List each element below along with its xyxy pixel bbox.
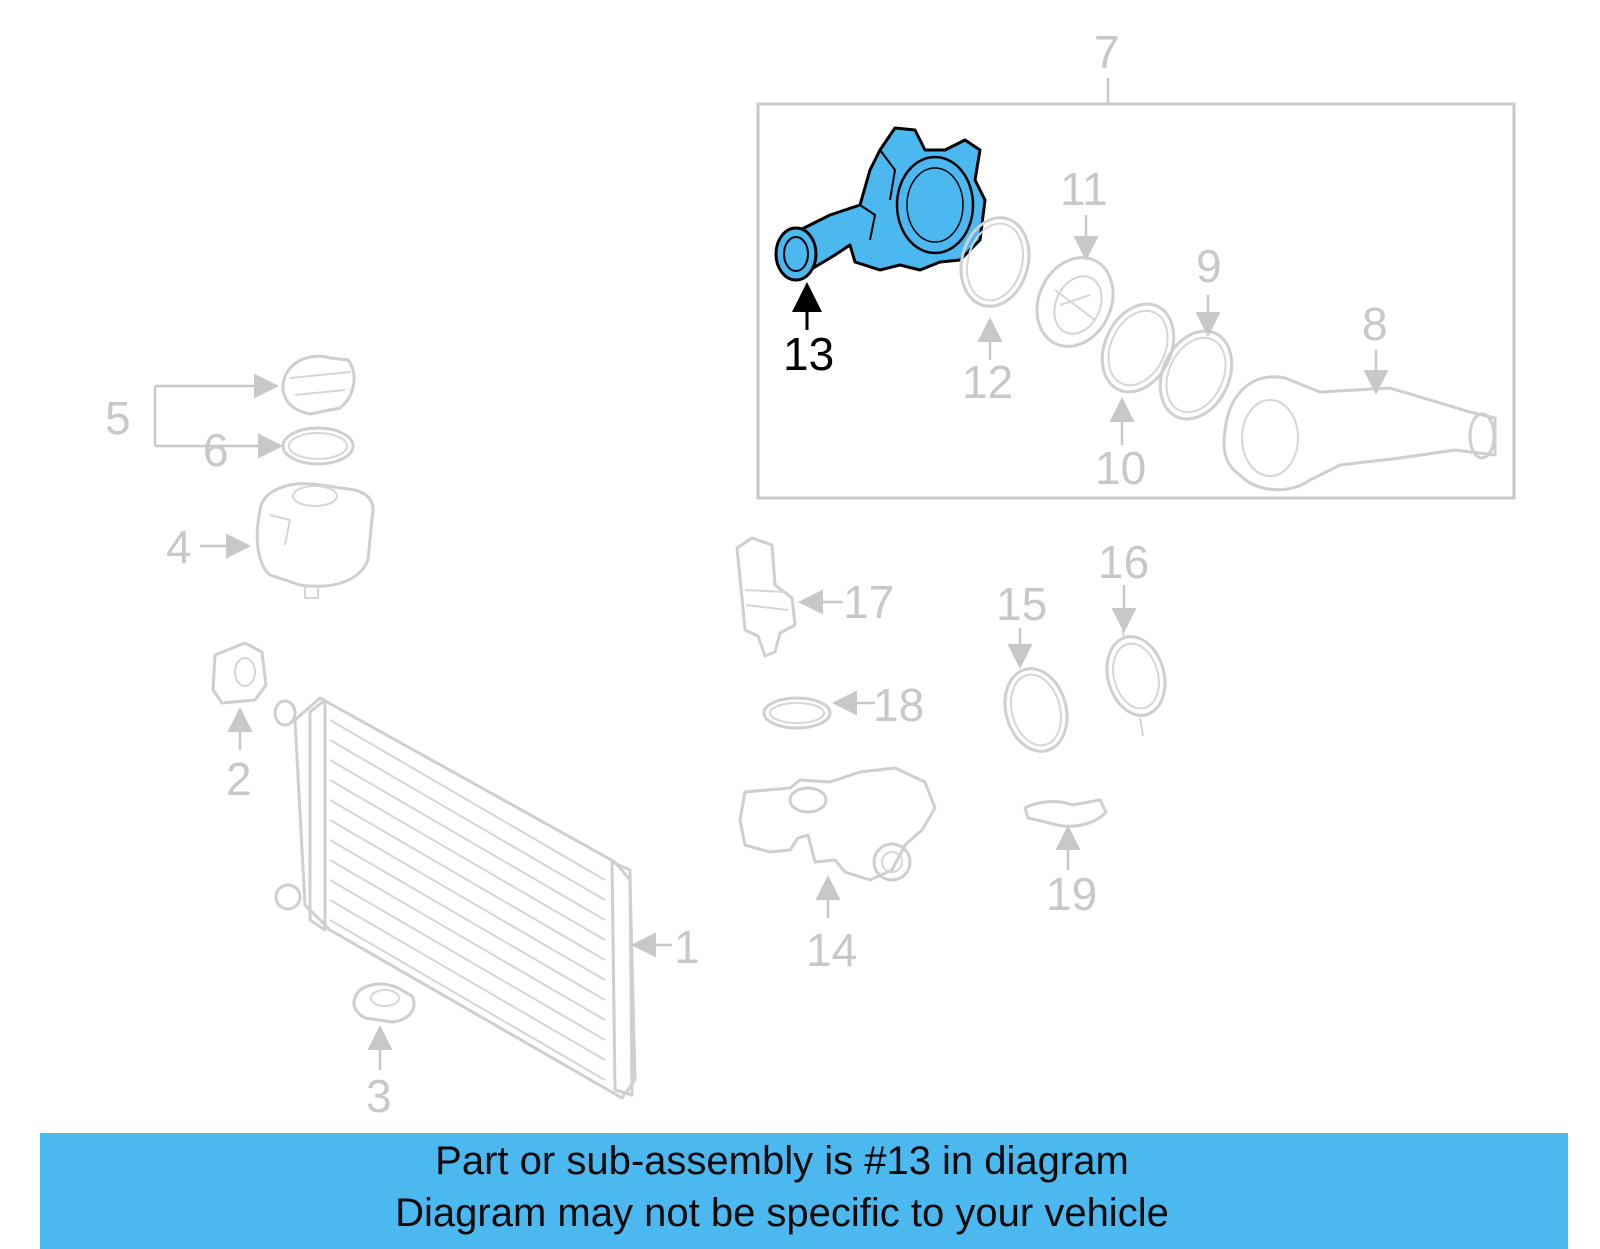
callout-2[interactable]: 2 <box>226 753 252 805</box>
part-13-thermostat-housing[interactable] <box>774 126 987 282</box>
part-5-cap[interactable] <box>281 354 356 416</box>
radiator-fins <box>329 719 606 1081</box>
part-15-seal[interactable] <box>996 662 1076 759</box>
part-14-water-pump-housing[interactable] <box>738 766 937 882</box>
part-16-seal-ring[interactable] <box>1099 629 1174 737</box>
callout-3[interactable]: 3 <box>366 1070 392 1122</box>
callout-18[interactable]: 18 <box>873 679 924 731</box>
callout-5[interactable]: 5 <box>105 392 131 444</box>
callout-12[interactable]: 12 <box>962 356 1013 408</box>
callout-1[interactable]: 1 <box>674 921 700 973</box>
callout-6[interactable]: 6 <box>203 424 229 476</box>
part-3-rubber-mount[interactable] <box>352 982 416 1024</box>
part-2-mount-bracket[interactable] <box>211 641 268 705</box>
part-6-cap-seal[interactable] <box>281 426 355 466</box>
callout-13[interactable]: 13 <box>783 328 834 380</box>
part-18-o-ring[interactable] <box>762 696 832 730</box>
callout-17[interactable]: 17 <box>843 576 894 628</box>
part-19-clip[interactable] <box>1023 798 1108 828</box>
callout-8[interactable]: 8 <box>1362 298 1388 350</box>
callout-16[interactable]: 16 <box>1098 536 1149 588</box>
callout-10[interactable]: 10 <box>1095 442 1146 494</box>
callout-14[interactable]: 14 <box>806 924 857 976</box>
part-8-coolant-pipe[interactable] <box>1222 375 1497 492</box>
part-12-o-ring[interactable] <box>951 210 1038 314</box>
banner-part-line: Part or sub-assembly is #13 in diagram <box>435 1139 1129 1183</box>
callout-4[interactable]: 4 <box>166 521 192 573</box>
part-4-expansion-tank[interactable] <box>255 482 375 599</box>
callout-15[interactable]: 15 <box>996 578 1047 630</box>
part-10-seal[interactable] <box>1089 292 1188 403</box>
callout-19[interactable]: 19 <box>1046 868 1097 920</box>
subassembly-box-7 <box>756 102 1516 500</box>
callout-9[interactable]: 9 <box>1196 240 1222 292</box>
part-9-seal[interactable] <box>1147 319 1246 430</box>
part-1-radiator[interactable] <box>273 696 637 1100</box>
info-banner: Part or sub-assembly is #13 in diagram D… <box>40 1133 1568 1249</box>
callout-7[interactable]: 7 <box>1094 26 1120 78</box>
banner-disclaimer-line: Diagram may not be specific to your vehi… <box>395 1191 1169 1235</box>
part-17-temperature-sensor[interactable] <box>735 536 797 658</box>
callout-11[interactable]: 11 <box>1060 163 1108 215</box>
